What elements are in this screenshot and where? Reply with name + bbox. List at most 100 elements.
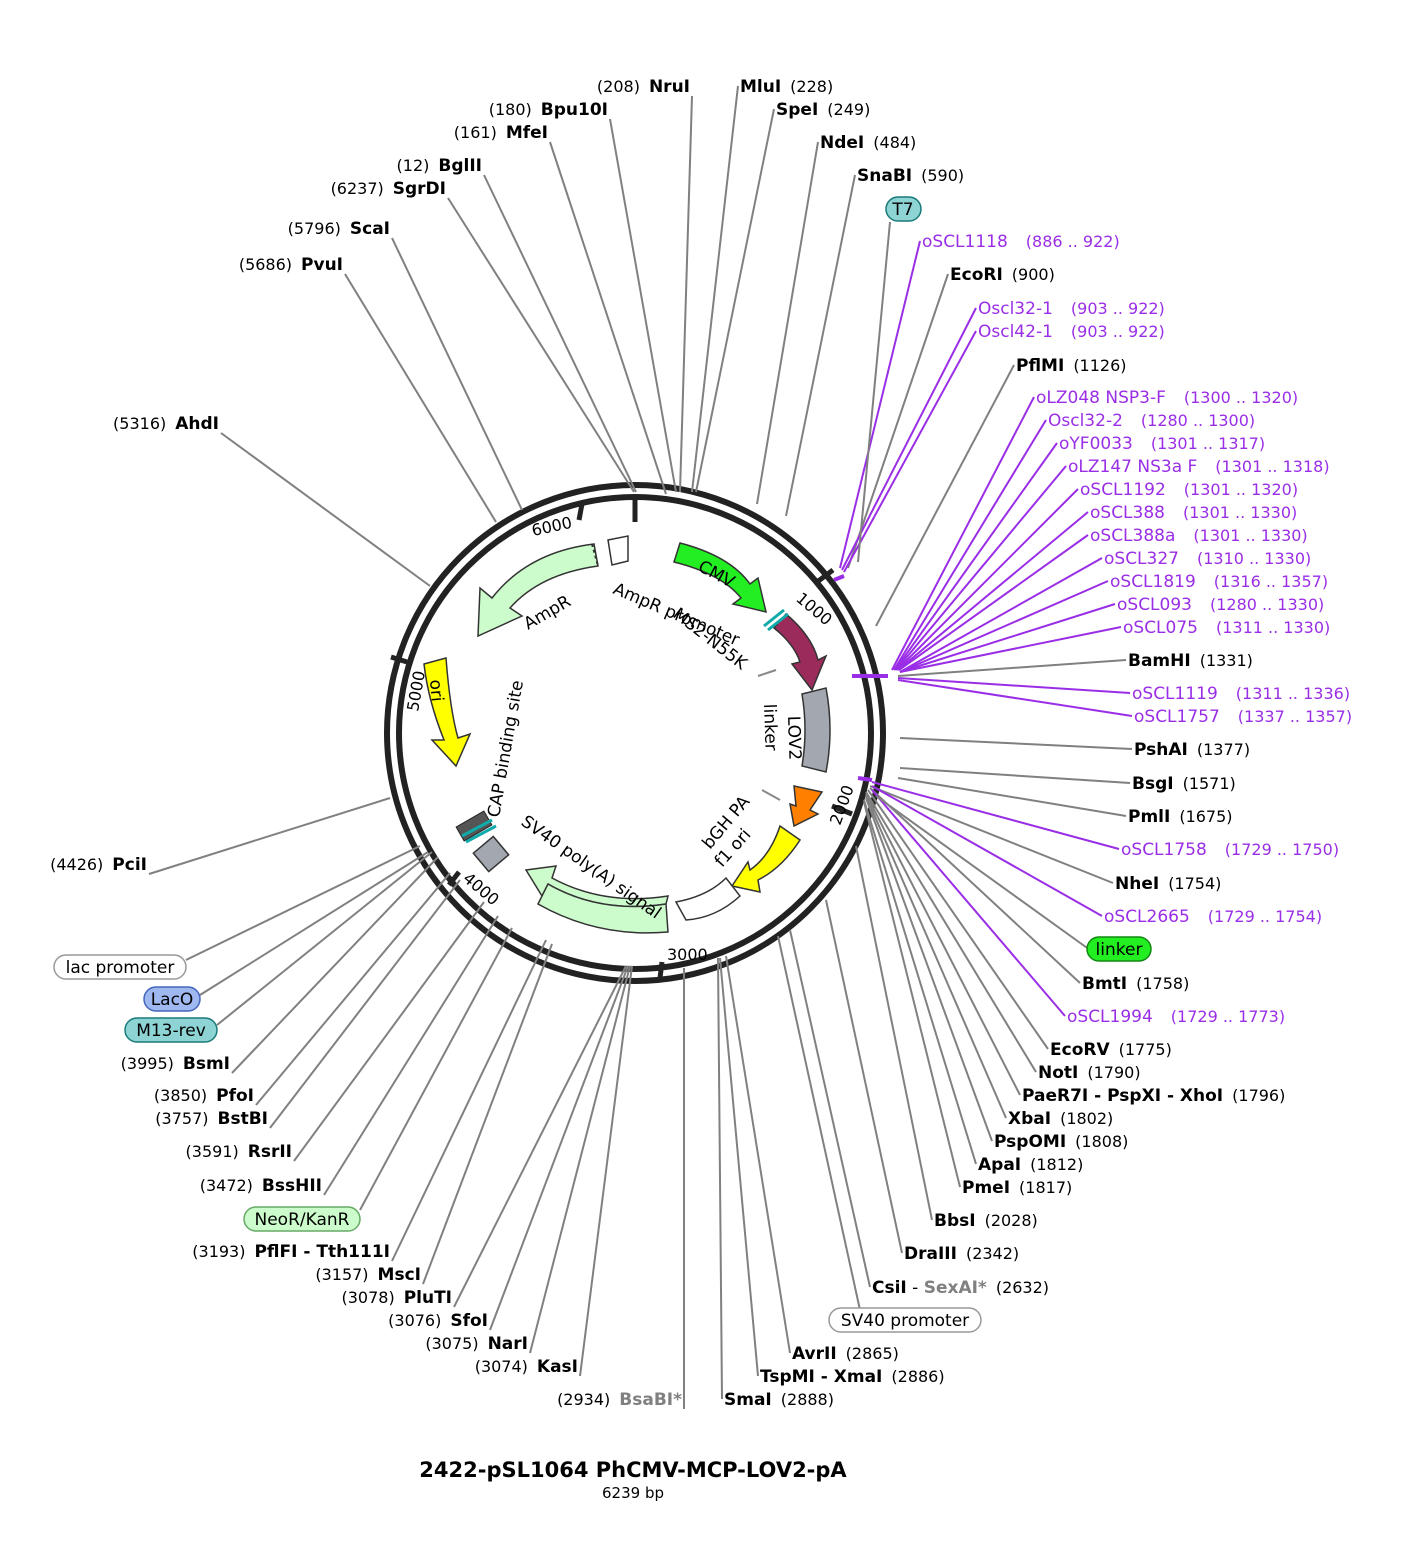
site-label-pluti[interactable]: (3078)PluTI: [341, 1288, 452, 1308]
site-position: (3075): [425, 1334, 478, 1353]
site-label-pflfi-tth111i[interactable]: (3193)PflFI - Tth111I: [192, 1242, 390, 1262]
site-label-sgrdi[interactable]: (6237)SgrDI: [331, 179, 446, 199]
site-label-snabi[interactable]: SnaBI(590): [857, 166, 964, 186]
site-label-oscl093[interactable]: oSCL093(1280 .. 1330): [1117, 595, 1324, 615]
site-label-ndei[interactable]: NdeI(484): [820, 133, 916, 153]
site-label-pshai[interactable]: PshAI(1377): [1134, 740, 1250, 760]
neor-kanr-tag-box[interactable]: [243, 1206, 361, 1232]
site-label-bsgi[interactable]: BsgI(1571): [1132, 774, 1236, 794]
m13-marker-2: [465, 824, 497, 844]
site-label-olz147-ns3a-f[interactable]: oLZ147 NS3a F(1301 .. 1318): [1068, 457, 1330, 477]
site-label-ecorv[interactable]: EcoRV(1775): [1050, 1040, 1172, 1060]
site-label-noti[interactable]: NotI(1790): [1038, 1063, 1141, 1083]
site-name: oSCL388: [1090, 503, 1165, 523]
site-label-scai[interactable]: (5796)ScaI: [288, 219, 390, 239]
site-label-oscl1757[interactable]: oSCL1757(1337 .. 1357): [1134, 707, 1352, 727]
site-label-oscl075[interactable]: oSCL075(1311 .. 1330): [1123, 618, 1330, 638]
site-position: (1337 .. 1357): [1238, 707, 1352, 726]
tag-leader-line-5: [216, 851, 433, 1026]
site-position: (590): [921, 166, 964, 185]
site-label-spei[interactable]: SpeI(249): [776, 100, 870, 120]
laco-tag-box[interactable]: [143, 986, 201, 1012]
site-label-oscl1819[interactable]: oSCL1819(1316 .. 1357): [1110, 572, 1328, 592]
site-name: oSCL1758: [1121, 840, 1207, 860]
site-label-bmti[interactable]: BmtI(1758): [1082, 974, 1189, 994]
ampr-promoter-arrow[interactable]: [607, 535, 629, 566]
sv40-promoter-tag-box[interactable]: [828, 1307, 982, 1333]
site-label-oscl327[interactable]: oSCL327(1310 .. 1330): [1104, 549, 1311, 569]
site-label-bglii[interactable]: (12)BglII: [397, 156, 482, 176]
site-label-bbsi[interactable]: BbsI(2028): [934, 1211, 1038, 1231]
site-label-rsrii[interactable]: (3591)RsrII: [186, 1142, 292, 1162]
site-label-oscl1994[interactable]: oSCL1994(1729 .. 1773): [1067, 1007, 1285, 1027]
small-gray-feature[interactable]: [472, 835, 510, 873]
site-label-avrii[interactable]: AvrII(2865): [792, 1344, 899, 1364]
site-label-bsabi[interactable]: (2934)BsaBI*: [557, 1390, 682, 1410]
site-position: (1310 .. 1330): [1197, 549, 1311, 568]
m13-rev-tag-box[interactable]: [124, 1017, 218, 1043]
site-label-csii[interactable]: CsiI - SexAI*(2632): [872, 1278, 1049, 1298]
site-label-pspomi[interactable]: PspOMI(1808): [994, 1132, 1128, 1152]
site-label-ahdi[interactable]: (5316)AhdI: [113, 414, 219, 434]
ms2-feature-arrow[interactable]: [772, 612, 828, 692]
linker-tag-box[interactable]: [1086, 936, 1152, 962]
site-name: CsiI: [872, 1278, 907, 1298]
site-label-oscl1192[interactable]: oSCL1192(1301 .. 1320): [1080, 480, 1298, 500]
site-label-pcii[interactable]: (4426)PciI: [50, 855, 147, 875]
site-label-bsshii[interactable]: (3472)BssHII: [200, 1176, 322, 1196]
lac-promoter-tag-box[interactable]: [53, 954, 187, 980]
site-label-msci[interactable]: (3157)MscI: [315, 1265, 421, 1285]
lov2-feature[interactable]: [801, 687, 831, 773]
site-label-oscl32-2[interactable]: Oscl32-2(1280 .. 1300): [1048, 411, 1255, 431]
features: CMV AmpR promoter MS2-N55K LOV2 linker b…: [423, 535, 831, 934]
site-label-tspmi-xmai[interactable]: TspMI - XmaI(2886): [760, 1367, 945, 1387]
site-label-oscl388a[interactable]: oSCL388a(1301 .. 1330): [1090, 526, 1308, 546]
site-label-paer7i-pspxi-xhoi[interactable]: PaeR7I - PspXI - XhoI(1796): [1022, 1086, 1285, 1106]
site-label-pflmi[interactable]: PflMI(1126): [1016, 356, 1127, 376]
site-name-secondary: SexAI*: [924, 1278, 987, 1298]
site-label-oscl1119[interactable]: oSCL1119(1311 .. 1336): [1132, 684, 1350, 704]
cmv-feature-arrow[interactable]: [673, 542, 768, 614]
site-label-oyf0033[interactable]: oYF0033(1301 .. 1317): [1059, 434, 1265, 454]
site-label-oscl388[interactable]: oSCL388(1301 .. 1330): [1090, 503, 1297, 523]
site-label-oscl2665[interactable]: oSCL2665(1729 .. 1754): [1104, 907, 1322, 927]
site-label-draiii[interactable]: DraIII(2342): [904, 1244, 1019, 1264]
site-label-oscl1118[interactable]: oSCL1118(886 .. 922): [922, 232, 1120, 252]
site-label-sfoi[interactable]: (3076)SfoI: [388, 1311, 488, 1331]
site-label-bpu10i[interactable]: (180)Bpu10I: [489, 100, 608, 120]
site-name: oSCL093: [1117, 595, 1192, 615]
bgh-pa-feature[interactable]: [789, 785, 824, 828]
leader-line-avrii: [725, 955, 791, 1354]
site-label-pvui[interactable]: (5686)PvuI: [239, 255, 343, 275]
site-label-pfoi[interactable]: (3850)PfoI: [154, 1086, 254, 1106]
site-label-nhei[interactable]: NheI(1754): [1115, 874, 1221, 894]
site-label-smai[interactable]: SmaI(2888): [724, 1390, 834, 1410]
site-label-bamhi[interactable]: BamHI(1331): [1128, 651, 1253, 671]
backbone-outer-ring: [384, 482, 886, 984]
site-label-oscl1758[interactable]: oSCL1758(1729 .. 1750): [1121, 840, 1339, 860]
t7-tag-box[interactable]: [885, 196, 922, 222]
site-label-bstbi[interactable]: (3757)BstBI: [155, 1109, 268, 1129]
site-label-nrui[interactable]: (208)NruI: [597, 77, 690, 97]
leader-line-oscl1118: [839, 240, 921, 569]
ori-feature[interactable]: [423, 657, 472, 768]
site-label-pmei[interactable]: PmeI(1817): [962, 1178, 1072, 1198]
site-label-pmli[interactable]: PmlI(1675): [1128, 807, 1233, 827]
site-label-oscl42-1[interactable]: Oscl42-1(903 .. 922): [978, 322, 1165, 342]
linker-tag: linker: [1096, 940, 1143, 960]
site-label-kasi[interactable]: (3074)KasI: [475, 1357, 578, 1377]
site-label-olz048-nsp3-f[interactable]: oLZ048 NSP3-F(1300 .. 1320): [1036, 388, 1298, 408]
f1-ori-feature[interactable]: [730, 824, 802, 893]
ampr-feature[interactable]: [477, 543, 599, 638]
site-label-mfei[interactable]: (161)MfeI: [454, 123, 548, 143]
site-label-xbai[interactable]: XbaI(1802): [1008, 1109, 1113, 1129]
site-position: (5686): [239, 255, 292, 274]
site-label-mlui[interactable]: MluI(228): [740, 77, 833, 97]
site-label-nari[interactable]: (3075)NarI: [425, 1334, 528, 1354]
site-label-ecori[interactable]: EcoRI(900): [950, 265, 1055, 285]
site-label-bsmi[interactable]: (3995)BsmI: [121, 1054, 230, 1074]
site-label-apai[interactable]: ApaI(1812): [978, 1155, 1083, 1175]
site-name: NheI: [1115, 874, 1159, 894]
unnamed-feature-arrow[interactable]: [674, 876, 742, 921]
site-label-oscl32-1[interactable]: Oscl32-1(903 .. 922): [978, 299, 1165, 319]
